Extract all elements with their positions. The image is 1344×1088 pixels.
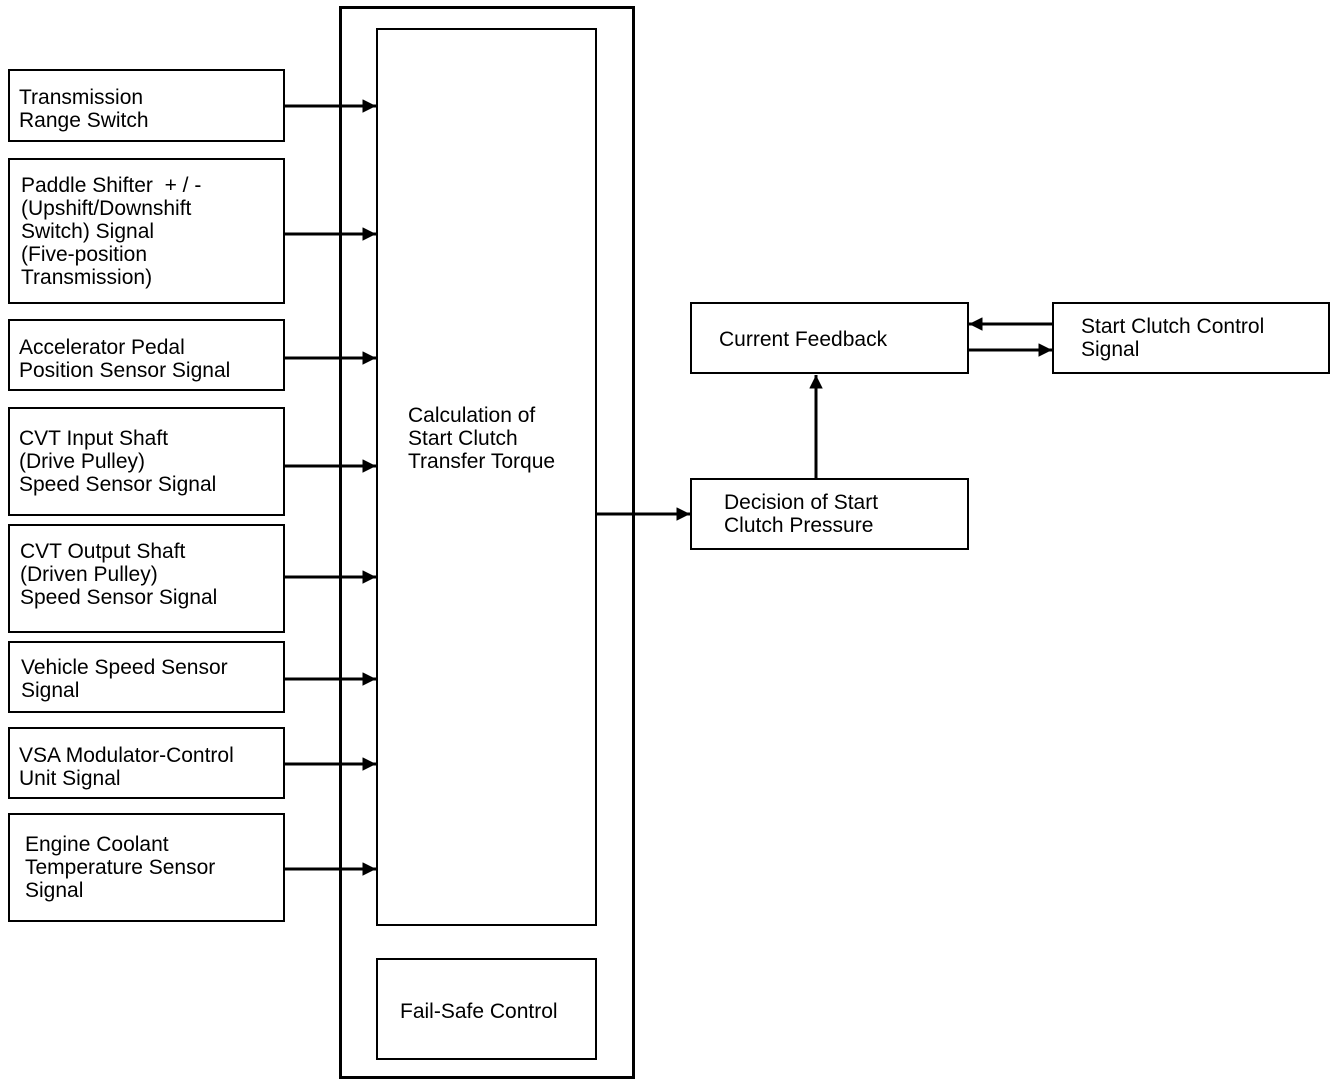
calculation-box: Calculation of Start Clutch Transfer Tor… (376, 28, 597, 926)
feedback-label: Current Feedback (719, 328, 888, 351)
input-box-cvt-input-shaft: CVT Input Shaft (Drive Pulley) Speed Sen… (8, 407, 285, 516)
input-label: Paddle Shifter + / - (Upshift/Downshift … (21, 174, 202, 289)
input-label: Transmission Range Switch (19, 86, 149, 132)
input-label: Accelerator Pedal Position Sensor Signal (19, 336, 231, 382)
control-unit-frame (339, 6, 635, 1079)
input-label: Vehicle Speed Sensor Signal (21, 656, 228, 702)
input-box-vsa-modulator: VSA Modulator-Control Unit Signal (8, 727, 285, 799)
feedback-box: Current Feedback (690, 302, 969, 374)
input-box-engine-coolant: Engine Coolant Temperature Sensor Signal (8, 813, 285, 922)
decision-label: Decision of Start Clutch Pressure (724, 491, 879, 537)
decision-box: Decision of Start Clutch Pressure (690, 478, 969, 550)
control-signal-box: Start Clutch Control Signal (1052, 302, 1330, 374)
failsafe-label: Fail-Safe Control (400, 1000, 558, 1023)
input-box-paddle-shifter: Paddle Shifter + / - (Upshift/Downshift … (8, 158, 285, 304)
input-box-transmission-range-switch: Transmission Range Switch (8, 69, 285, 142)
input-label: VSA Modulator-Control Unit Signal (19, 744, 234, 790)
calculation-label: Calculation of Start Clutch Transfer Tor… (408, 404, 556, 473)
input-label: CVT Input Shaft (Drive Pulley) Speed Sen… (19, 427, 217, 496)
failsafe-box: Fail-Safe Control (376, 958, 597, 1060)
input-box-accelerator-pedal: Accelerator Pedal Position Sensor Signal (8, 319, 285, 391)
control-signal-label: Start Clutch Control Signal (1081, 315, 1265, 361)
input-label: Engine Coolant Temperature Sensor Signal (25, 833, 216, 902)
input-label: CVT Output Shaft (Driven Pulley) Speed S… (20, 540, 218, 609)
input-box-vehicle-speed-sensor: Vehicle Speed Sensor Signal (8, 641, 285, 713)
input-box-cvt-output-shaft: CVT Output Shaft (Driven Pulley) Speed S… (8, 524, 285, 633)
